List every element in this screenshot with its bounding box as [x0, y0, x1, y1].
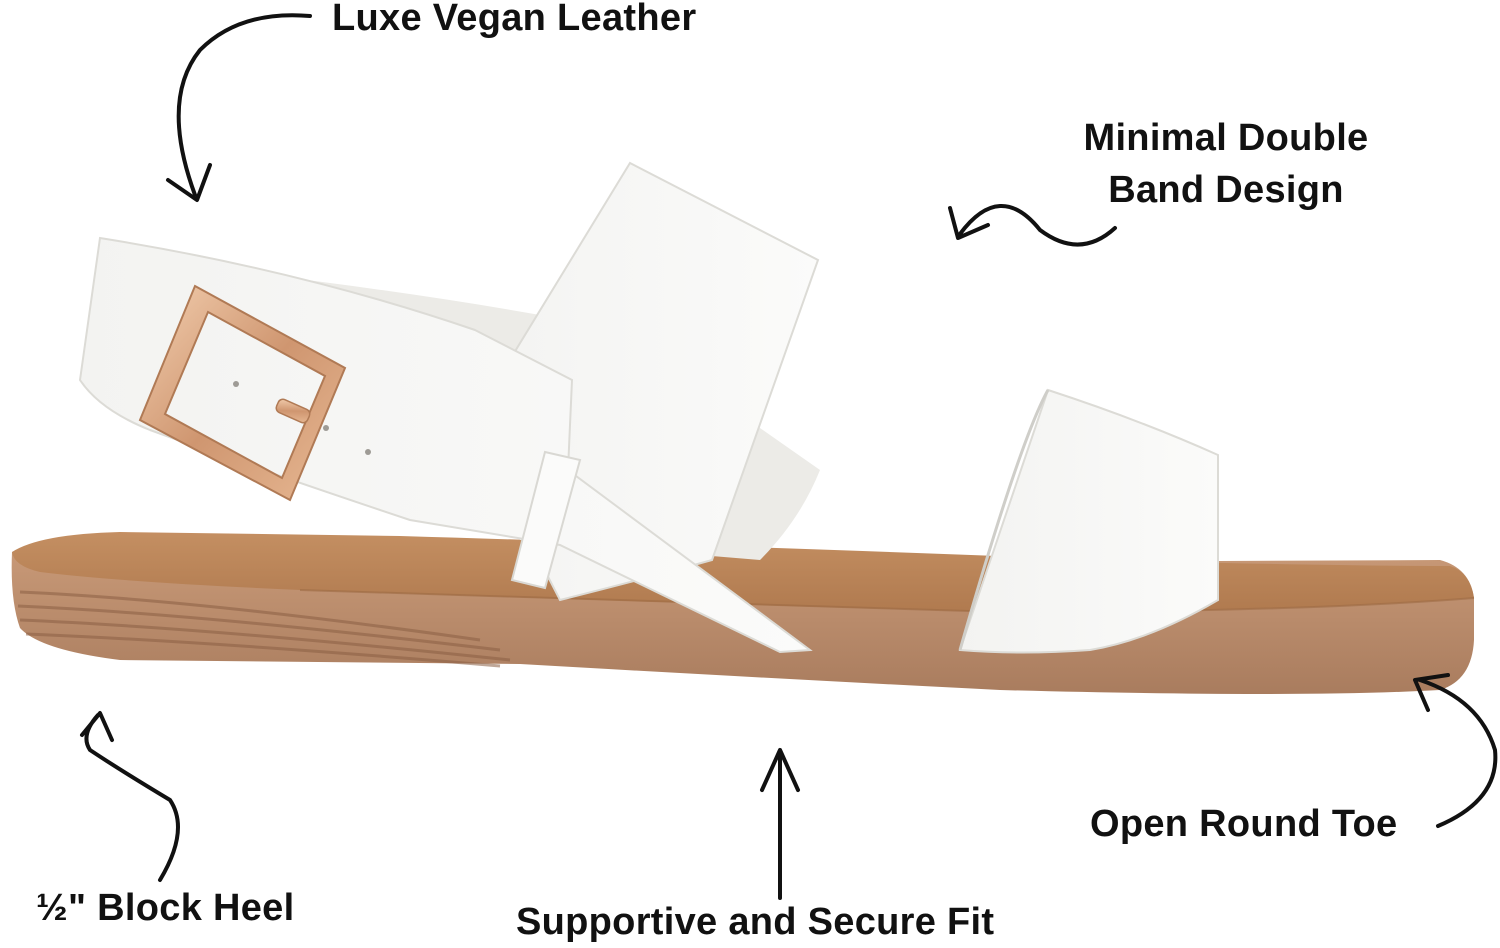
buckle [138, 284, 347, 502]
arrow-band [948, 204, 1117, 247]
toe-band [958, 388, 1219, 654]
callout-open-round-toe: Open Round Toe [1090, 803, 1398, 845]
callout-double-band-design: Minimal Double Band Design [1040, 112, 1412, 216]
arrow-leather [166, 13, 312, 202]
callout-luxe-vegan-leather: Luxe Vegan Leather [332, 0, 697, 39]
callout-block-heel: ½" Block Heel [36, 887, 295, 929]
arrow-toe [1413, 673, 1498, 828]
callout-supportive-fit: Supportive and Secure Fit [516, 901, 995, 943]
arrow-heel [80, 711, 180, 882]
arrow-fit [760, 748, 800, 900]
heel-stack-lines [17, 590, 511, 668]
callout-band-line-1: Minimal Double [1083, 117, 1369, 159]
callout-band-line-2: Band Design [1108, 169, 1344, 211]
strap-keeper [510, 450, 582, 590]
